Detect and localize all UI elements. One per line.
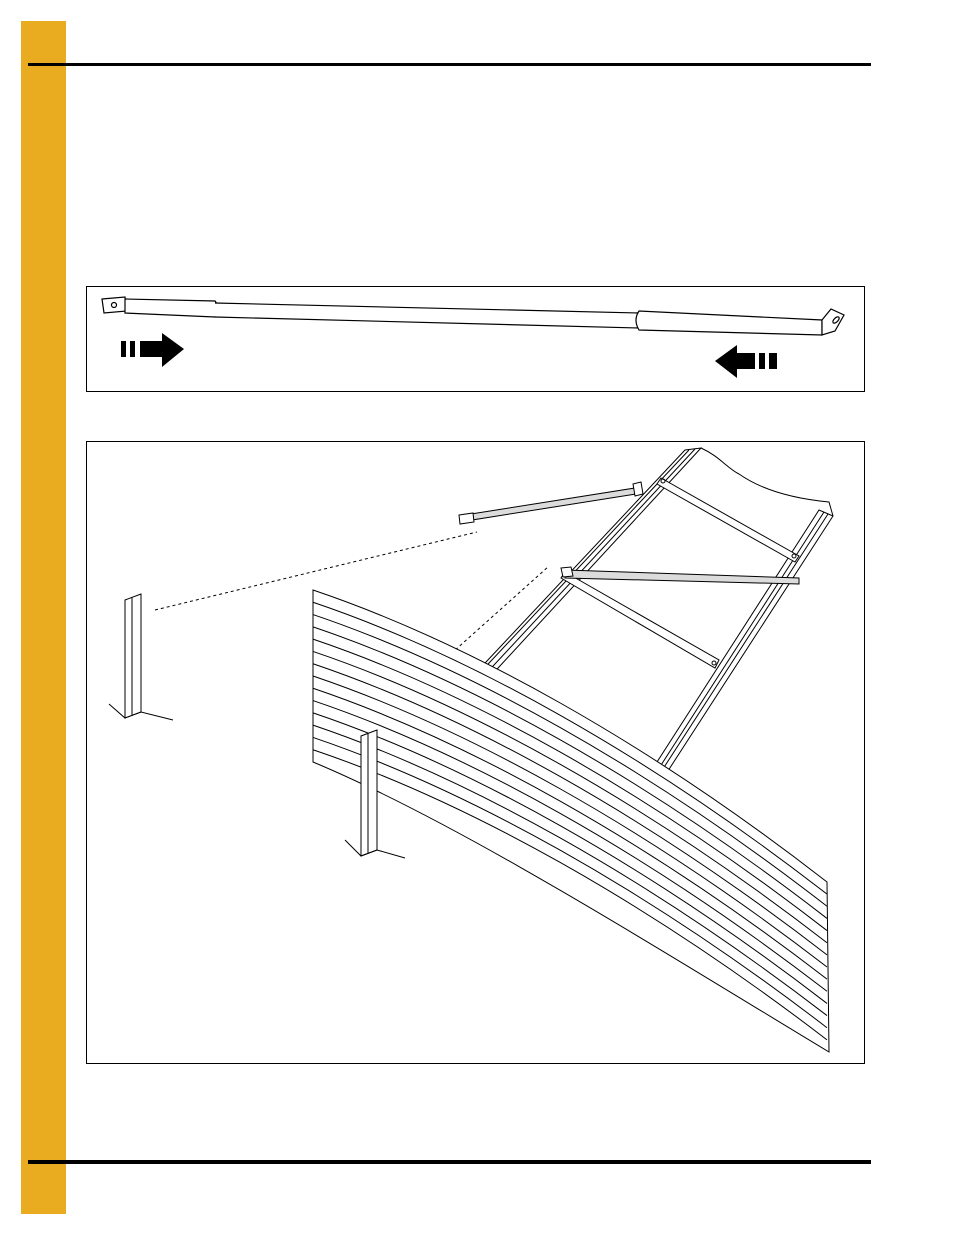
side-tab	[21, 21, 66, 1214]
right-bracket-icon	[822, 309, 844, 335]
figure-brace-rod	[86, 286, 865, 392]
installed-brace-rod	[561, 567, 799, 584]
footer-rule	[28, 1160, 871, 1164]
brace-rod-illustration	[87, 287, 864, 391]
loose-brace-rod	[459, 482, 643, 524]
wall-assembly-illustration	[87, 442, 864, 1063]
left-bracket-icon	[102, 297, 127, 313]
corrugated-wall-panel	[313, 590, 829, 1052]
figure-bin-wall-assembly	[86, 441, 865, 1064]
header-rule	[28, 63, 871, 66]
arrow-right-icon	[121, 333, 184, 367]
arrow-left-icon	[715, 345, 777, 378]
